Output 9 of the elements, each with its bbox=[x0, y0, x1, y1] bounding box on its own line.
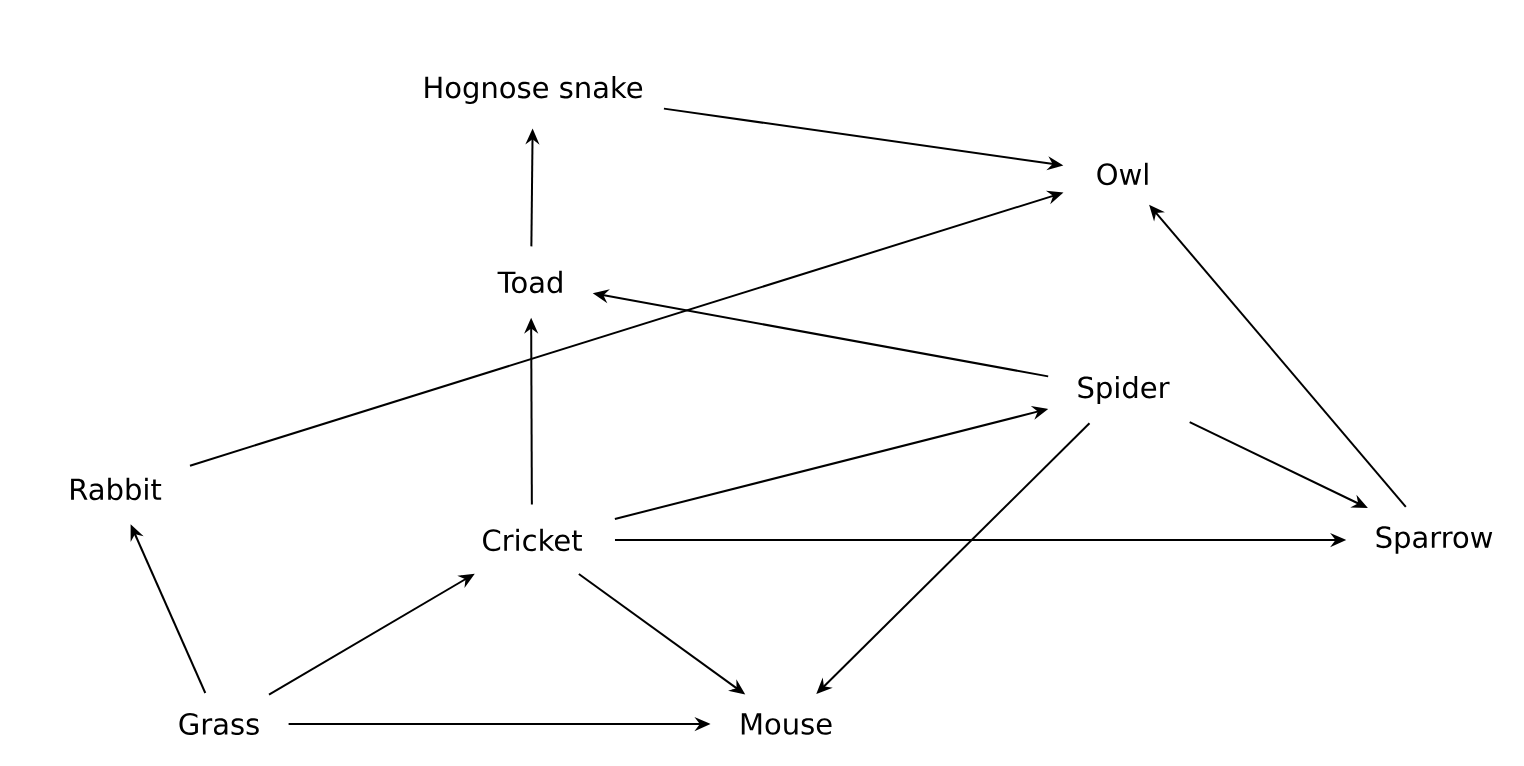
species-label: Grass bbox=[179, 713, 259, 735]
species-label: Toad bbox=[497, 270, 562, 294]
species-label: Cricket bbox=[483, 528, 582, 552]
species-label: Sparrow bbox=[1376, 526, 1493, 554]
species-label: Rabbit bbox=[71, 477, 162, 501]
species-label: Hognose snake bbox=[425, 75, 643, 105]
species-label: Spider bbox=[1078, 375, 1170, 405]
species-label: Owl bbox=[1097, 162, 1148, 186]
species-label: Mouse bbox=[741, 713, 832, 735]
